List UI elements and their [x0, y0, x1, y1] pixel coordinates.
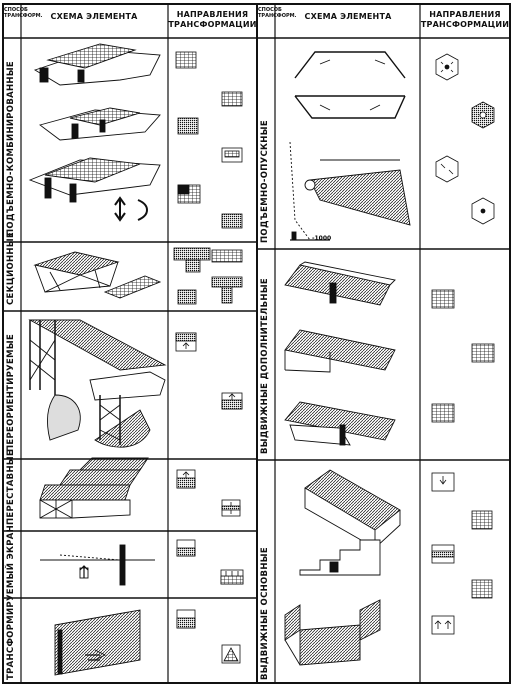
header-scheme-right: СХЕМА ЭЛЕМЕНТА: [304, 12, 392, 21]
direction-sections: [173, 247, 243, 305]
row-label-sections: СЕКЦИОННЫЕ: [6, 231, 16, 305]
direction-lift-combined: [175, 51, 243, 229]
row-label-lift-combined: ПОДЪЕМНО-КОМБИНИРОВАННЫЕ: [6, 60, 16, 236]
direction-reoriented: [175, 332, 243, 410]
row-label-additional-retractable: ВЫДВИЖНЫЕ ДОПОЛНИТЕЛЬНЫЕ: [260, 277, 270, 454]
direction-additional-retractable: [431, 289, 495, 423]
scheme-screen-lower: [54, 609, 141, 676]
direction-screen-upper: [176, 539, 244, 585]
header-method-right: СПОСОБ ТРАНСФОРМ.: [258, 7, 297, 19]
scheme-screen-upper: [40, 544, 155, 586]
row-label-rearranged: ПЕРЕСТАВНЫЕ: [6, 449, 16, 525]
direction-rearranged: [176, 469, 241, 517]
scheme-lift-lower: [289, 51, 411, 241]
header-direction-left-1: НАПРАВЛЕНИЯ: [176, 10, 249, 19]
scheme-main-retractable: [284, 469, 401, 666]
header-method-left: СПОСОБ ТРАНСФОРМ.: [4, 7, 43, 19]
direction-screen-lower: [176, 609, 241, 664]
header-direction-left-2: ТРАНСФОРМАЦИИ: [168, 20, 257, 29]
row-label-screen: ТРАНСФОРМИРУЕМЫЙ ЭКРАН: [6, 524, 16, 680]
scheme-rearranged: [39, 457, 149, 519]
header-direction-right-2: ТРАНСФОРМАЦИИ: [420, 20, 510, 29]
scheme-sections: [33, 251, 162, 299]
direction-main-retractable: [431, 472, 493, 635]
scheme-reoriented: [28, 319, 167, 448]
row-label-main-retractable: ВЫДВИЖНЫЕ ОСНОВНЫЕ: [260, 547, 270, 680]
scheme-lift-combined: [28, 43, 161, 222]
table-grid: [2, 3, 511, 684]
row-label-reoriented: ПЕРЕОРИЕНТИРУЕМЫЕ: [6, 333, 16, 452]
header-scheme-left: СХЕМА ЭЛЕМЕНТА: [50, 12, 138, 21]
level-mark: -1000: [312, 235, 331, 242]
row-label-lift-lower: ПОДЪЕМНО-ОПУСКНЫЕ: [260, 120, 270, 243]
scheme-additional-retractable: [284, 261, 396, 446]
direction-lift-lower: [435, 53, 495, 225]
header-direction-right-1: НАПРАВЛЕНИЯ: [429, 10, 501, 19]
